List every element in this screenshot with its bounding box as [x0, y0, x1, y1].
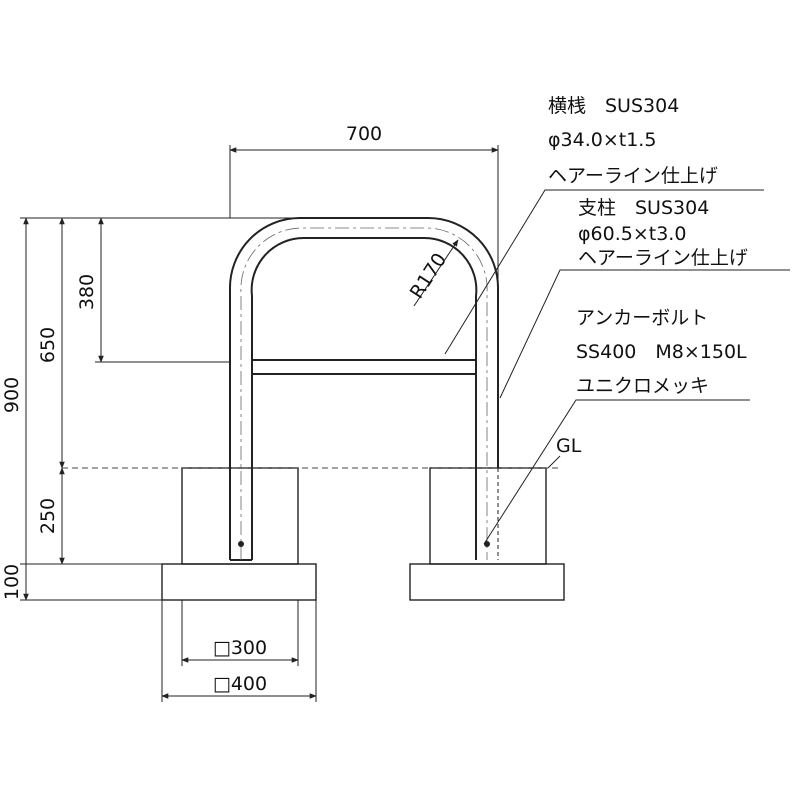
crossbar-finish: ヘアーライン仕上げ — [548, 165, 718, 187]
bollard-pipe — [228, 217, 500, 561]
post-size: φ60.5×t3.0 — [578, 223, 686, 245]
base-slab-right — [409, 563, 565, 601]
foundation-left — [181, 467, 299, 565]
post-finish: ヘアーライン仕上げ — [578, 247, 748, 269]
base-slab-left — [161, 563, 317, 601]
bottom-dimensions: □300 □400 — [161, 600, 317, 702]
anchor-finish: ユニクロメッキ — [576, 375, 709, 397]
dimension-crossbar-height-text: 380 — [76, 274, 98, 310]
foundation-right — [429, 467, 547, 565]
dimension-base-thickness-text: 100 — [1, 564, 23, 600]
vertical-dimensions: 900 650 380 250 100 — [1, 217, 300, 601]
post-spec-label: 支柱 SUS304 φ60.5×t3.0 ヘアーライン仕上げ — [578, 197, 748, 269]
crossbar-size: φ34.0×t1.5 — [548, 129, 656, 151]
anchor-name: アンカーボルト — [576, 307, 708, 329]
anchor-spec-label: アンカーボルト SS400 M8×150L ユニクロメッキ — [576, 307, 747, 397]
dimension-radius-text: R170 — [406, 249, 451, 302]
leader-lines — [444, 189, 790, 545]
dimension-embed-depth-text: 250 — [37, 498, 59, 534]
dimension-square-300-text: □300 — [213, 637, 267, 659]
anchor-size: SS400 M8×150L — [576, 341, 747, 363]
dimension-height-650-text: 650 — [37, 327, 59, 363]
crossbar-material: 横桟 SUS304 — [548, 95, 679, 117]
dimension-width: 700 — [229, 123, 499, 290]
crossbar-spec-label: 横桟 SUS304 φ34.0×t1.5 ヘアーライン仕上げ — [548, 95, 718, 187]
dimension-width-text: 700 — [346, 123, 382, 145]
dimension-total-height-text: 900 — [1, 377, 23, 413]
dimension-square-400-text: □400 — [213, 673, 267, 695]
post-material: 支柱 SUS304 — [578, 197, 709, 219]
crossbar — [251, 359, 477, 375]
dimension-radius: R170 — [406, 239, 459, 307]
ground-level-label: GL — [556, 435, 582, 457]
anchor-bolt-left — [238, 541, 244, 547]
